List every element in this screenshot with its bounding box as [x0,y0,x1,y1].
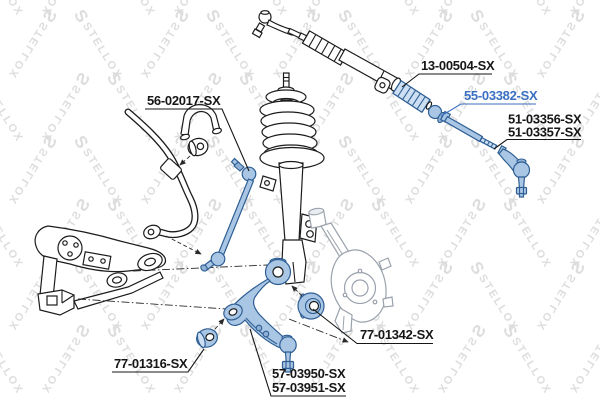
strut-assembly-drawing [259,72,325,285]
stabilizer-bar-saddle [160,158,182,180]
steering-knuckle-drawing [308,207,394,334]
part-number-text[interactable]: 77-01316-SX [114,356,188,371]
stabilizer-bar-eye [143,224,161,240]
part-label-arm-bushing-front[interactable]: 77-01316-SX [112,348,205,373]
part-number-text[interactable]: 51-03356-SX [508,112,582,127]
center-lines [77,235,349,343]
tie-rod-end-part [497,144,531,198]
steering-rack-drawing [251,10,402,94]
part-label-steering-boot[interactable]: 13-00504-SX [401,58,495,88]
part-number-text[interactable]: 57-03951-SX [272,380,346,395]
part-number-text[interactable]: 51-03357-SX [508,125,582,140]
control-arm-part [223,257,297,373]
stabilizer-bar-drawing [124,104,222,240]
stabilizer-bracket [180,104,222,141]
part-number-text[interactable]: 77-01342-SX [360,327,434,342]
part-number-text[interactable]: 55-03382-SX [464,88,538,103]
assembly-arrow-bushing [179,155,191,166]
part-number-text[interactable]: 13-00504-SX [421,58,495,73]
stabilizer-bushing [187,137,209,157]
part-label-stabilizer-link[interactable]: 56-02017-SX [145,93,250,172]
part-labels: 13-00504-SX 55-03382-SX 51-03356-SX 51-0… [112,58,582,397]
control-arm-ball-joint [279,334,297,373]
part-label-arm-bushing-rear[interactable]: 77-01342-SX [312,308,434,345]
stabilizer-link-part [200,157,257,272]
part-number-text[interactable]: 57-03950-SX [272,366,346,381]
part-label-axial-joint[interactable]: 55-03382-SX [440,88,538,117]
axial-joint-part [427,104,498,150]
arm-bushing-front-part [196,318,225,349]
part-label-control-arm[interactable]: 57-03950-SX 57-03951-SX [249,328,346,397]
subframe-drawing [34,225,167,316]
part-label-tie-rod-end[interactable]: 51-03356-SX 51-03357-SX [493,112,582,150]
part-number-text[interactable]: 56-02017-SX [147,93,221,108]
steering-boot-part [392,79,433,114]
rack-mount-tab [374,76,391,94]
